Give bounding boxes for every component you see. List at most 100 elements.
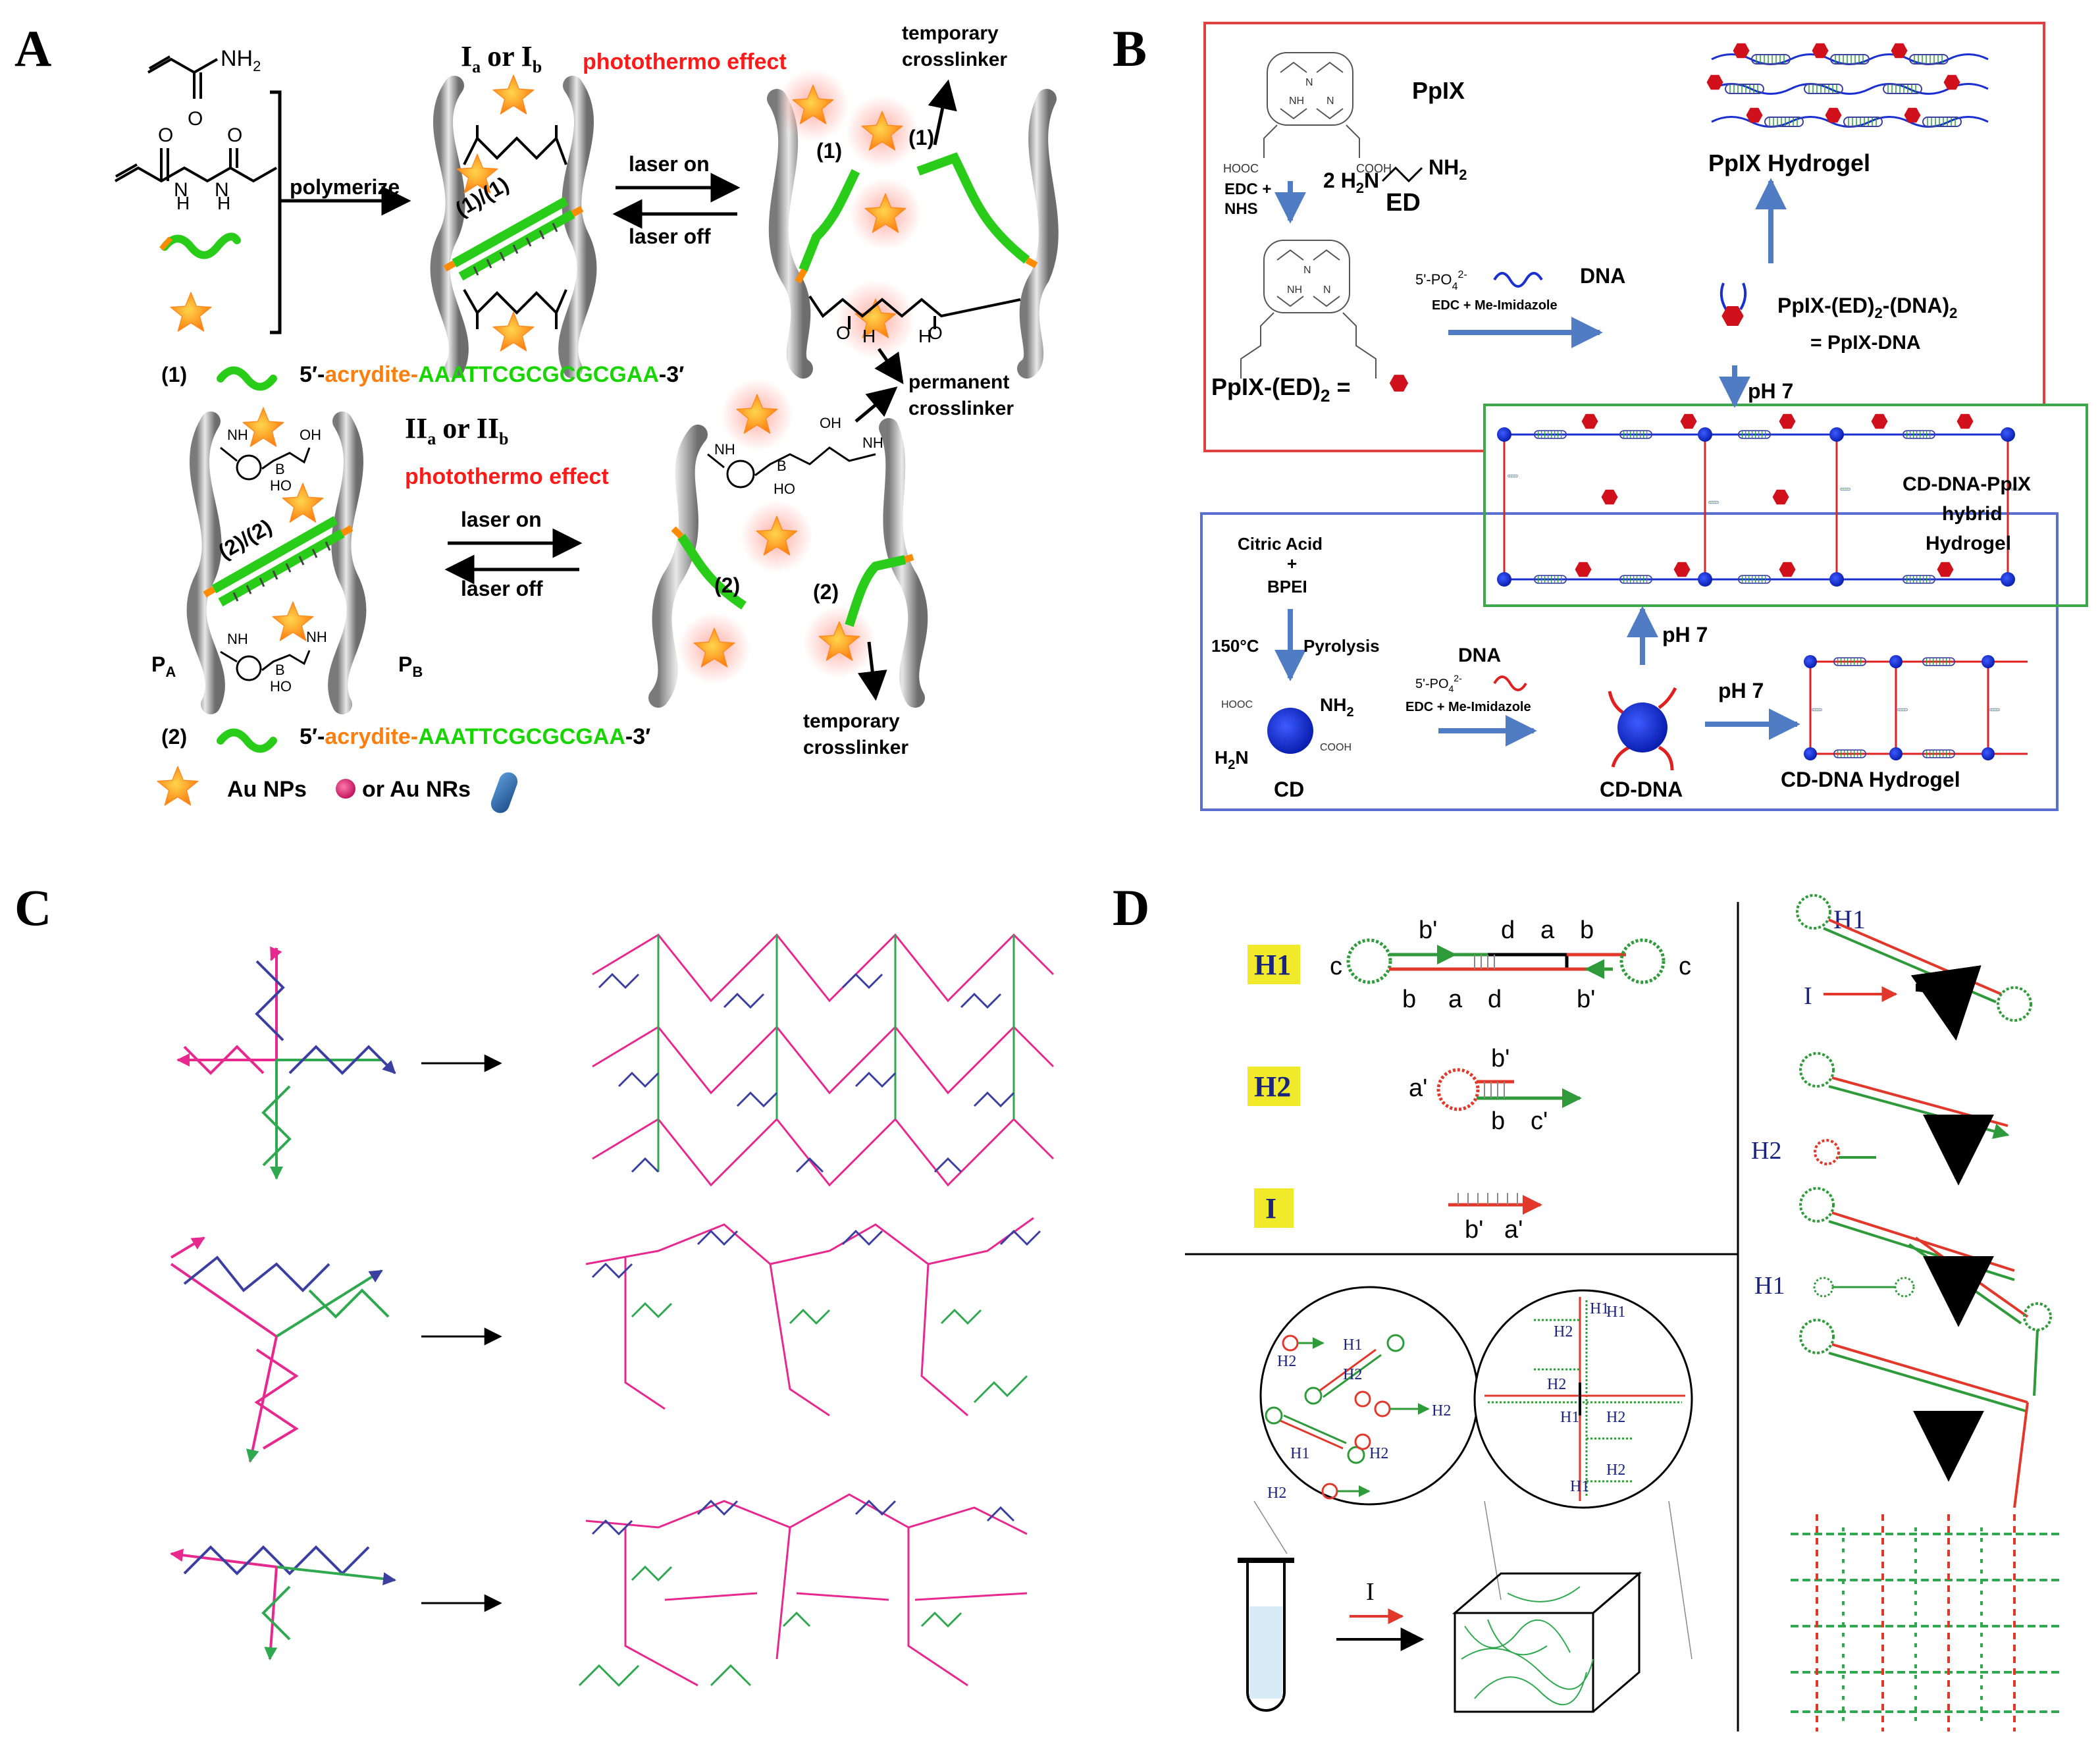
x-dna-monomer <box>176 948 396 1180</box>
acrydite-tip <box>671 526 684 539</box>
ph7-mid-label: pH 7 <box>1662 623 1708 647</box>
bis-h-left: H <box>176 193 190 213</box>
photothermo-top: photothermo effect <box>583 49 787 74</box>
polymer-chain-right-i-heated <box>1017 89 1059 379</box>
photothermo-bottom: photothermo effect <box>405 464 609 489</box>
au-nanoparticle-icon <box>336 779 355 799</box>
boronate-heated <box>707 446 876 489</box>
acrylamide-monomer <box>147 55 218 99</box>
cd-hooc: HOOC <box>1221 699 1253 710</box>
crosslink-top-i <box>463 125 567 165</box>
h2-bottom-c-prime: c' <box>1531 1107 1548 1135</box>
amide-o: O <box>928 323 943 343</box>
laser-off-bottom: laser off <box>461 577 543 600</box>
dna-wave-red-icon <box>1493 675 1527 691</box>
zoom-left-label: H2 <box>1369 1445 1388 1462</box>
panel-a-letter: A <box>14 20 51 77</box>
ppix-cooh: COOH <box>1356 162 1392 175</box>
amide-o: O <box>836 323 851 343</box>
acrydite-tip <box>1025 257 1038 269</box>
h1-tag <box>1247 945 1300 984</box>
panel-b-letter: B <box>1113 20 1147 77</box>
initiator-strand <box>1448 1193 1542 1215</box>
boronate-top <box>220 446 311 481</box>
laser-on-bottom: laser on <box>461 508 542 531</box>
ed-label: ED <box>1386 189 1421 217</box>
permanent-arrow-up <box>854 386 898 423</box>
bis-h-right: H <box>217 193 230 213</box>
panel-c-letter: C <box>14 879 51 936</box>
sequence-2: 5′-acrydite-AAATTCGCGCGAA-3′ <box>300 724 650 749</box>
crosslink-bottom-i <box>463 289 567 329</box>
ppix-ed2-dna2-label: PpIX-(ED)2-(DNA)2 <box>1777 294 1957 321</box>
zoom-right-label: H1 <box>1560 1409 1579 1426</box>
laser-on-top: laser on <box>629 152 710 176</box>
ppix-ed2-n: N <box>1303 265 1311 276</box>
polymer-chain-pb <box>328 411 367 714</box>
zoom-right-label: H1 <box>1590 1300 1609 1317</box>
ppix-hydrogel-illustration <box>1706 43 1989 128</box>
h1-tag-label: H1 <box>1254 949 1291 981</box>
boronate-b: B <box>275 662 285 678</box>
cd-cooh: COOH <box>1320 742 1352 753</box>
temporary-arrow-bottom <box>857 641 887 701</box>
panel-d-letter: D <box>1113 879 1149 936</box>
h2-tag-label: H2 <box>1254 1070 1291 1103</box>
right-h1-hairpin <box>1796 894 2032 1022</box>
zoom-right-contents <box>1484 1297 1685 1501</box>
ppix-ed2-n2: N <box>1323 284 1331 296</box>
y-dna-monomer <box>170 1236 390 1463</box>
duplex-2-2 <box>203 515 354 607</box>
panel-d: D H1 c b' d a b b a d b' c H2 <box>1113 879 2061 1731</box>
acrydite-tip <box>795 268 808 284</box>
plus-label: + <box>1287 554 1297 573</box>
ph7-top-label: pH 7 <box>1748 379 1793 403</box>
ppix-ed2-nh: NH <box>1287 284 1302 296</box>
dna-phosphate-bottom: 5'-PO42- <box>1415 673 1462 694</box>
initiator-tag <box>1254 1188 1294 1228</box>
h1-top-a: a <box>1540 916 1555 944</box>
x-dna-network <box>592 933 1055 1187</box>
h1-c-left: c <box>1330 953 1342 980</box>
laser-off-top: laser off <box>629 225 711 248</box>
ppix-n2: N <box>1326 95 1334 107</box>
temporary-label-bottom-1: temporary <box>803 710 900 732</box>
boronate-bottom <box>220 650 311 681</box>
strand-2-legend-icon <box>217 728 277 753</box>
boronate-nh: NH <box>227 427 248 443</box>
cascade-arrow-1 <box>1910 965 1982 1041</box>
bpei-label: BPEI <box>1267 577 1307 596</box>
initiator-a-prime: a' <box>1504 1216 1523 1244</box>
temporary-label-top-1: temporary <box>902 22 999 44</box>
cd-label: CD <box>1274 778 1304 801</box>
dna-label-bottom: DNA <box>1458 645 1501 666</box>
ed-reagent: 2 H2N <box>1323 169 1379 196</box>
right-h2-label: H2 <box>1751 1137 1781 1165</box>
polymer-chain-pa <box>186 411 225 714</box>
strand-1-label-left: (1) <box>816 139 842 163</box>
dna-strand-icon <box>161 232 241 259</box>
boronate-ho: HO <box>270 477 292 494</box>
carbon-dot-icon <box>1267 708 1313 754</box>
hybrid-hydrogel-network <box>1497 413 2022 587</box>
edc-imidazole-bottom: EDC + Me-Imidazole <box>1405 700 1531 714</box>
zoom-left-label: H2 <box>1267 1485 1286 1502</box>
sequence-1: 5′-acrydite-AAATTCGCGCGCGAA-3′ <box>300 362 684 387</box>
boronate-nh: NH <box>306 629 327 645</box>
zoom-left-label: H2 <box>1277 1353 1296 1370</box>
strand-1-left <box>799 169 860 272</box>
duplex-1-1 <box>443 196 584 281</box>
right-step3 <box>1799 1187 2029 1325</box>
permanent-label-2: crosslinker <box>908 398 1014 419</box>
polymer-chain-right-i <box>558 76 597 379</box>
permanent-label-1: permanent <box>908 371 1009 393</box>
legend-au-nrs: or Au NRs <box>362 777 471 802</box>
ppix-n: N <box>1305 77 1313 88</box>
zoom-left-label: H2 <box>1343 1366 1362 1383</box>
temporary-label-bottom-2: crosslinker <box>803 737 908 758</box>
crosslink-bottom-heated <box>808 295 1021 329</box>
cd-box <box>1200 512 2059 811</box>
strand-1-legend-icon <box>217 366 277 391</box>
hybrid-label-2: hybrid <box>1942 503 2003 525</box>
